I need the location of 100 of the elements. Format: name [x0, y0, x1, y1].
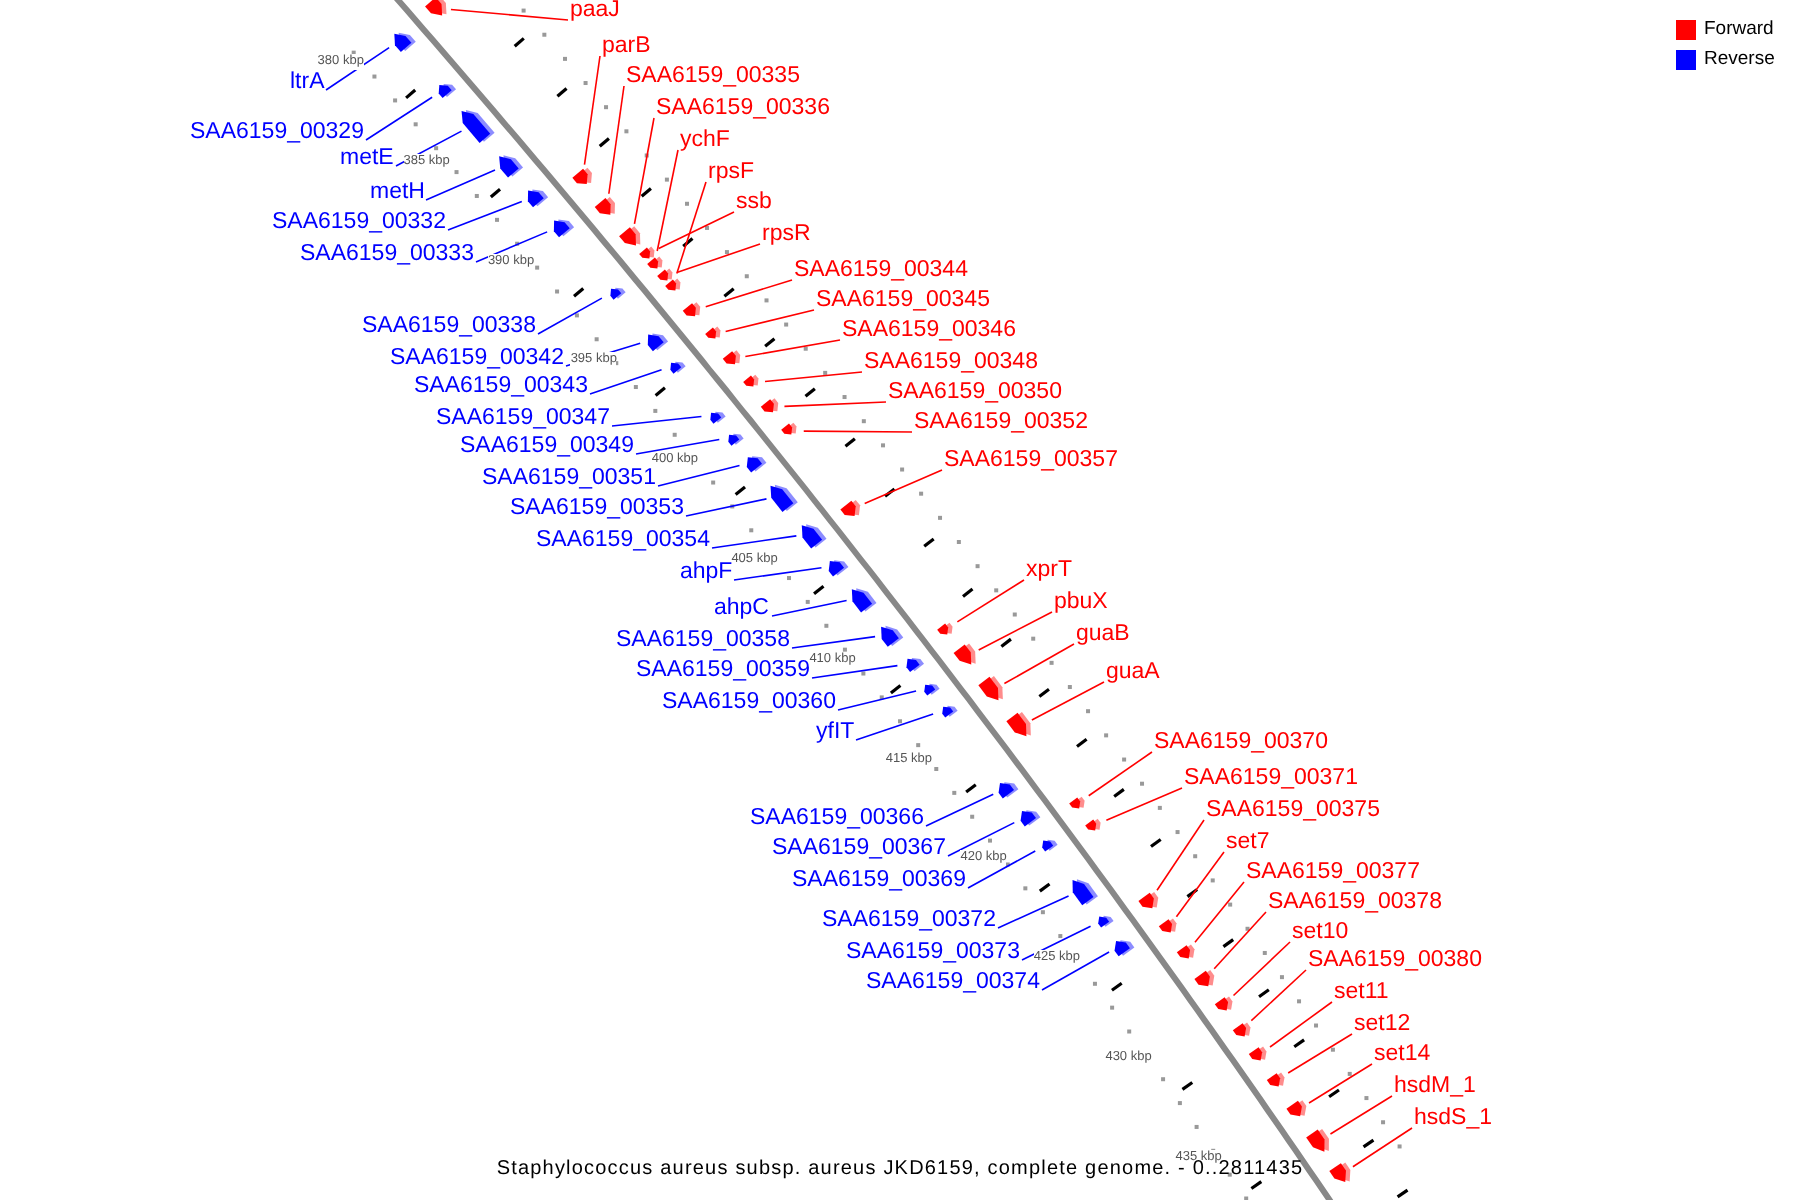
gene-block — [1264, 1068, 1289, 1092]
gene-label: SAA6159_00333 — [300, 242, 474, 268]
leader-line — [633, 117, 655, 225]
gene-label: SAA6159_00354 — [536, 528, 710, 554]
gene-label: SAA6159_00347 — [436, 406, 610, 432]
gene-label: SAA6159_00375 — [1206, 798, 1380, 824]
leader-line — [635, 438, 721, 455]
leader-line — [925, 793, 995, 827]
gene-label: SAA6159_00360 — [662, 690, 836, 716]
gene-label: SAA6159_00377 — [1246, 860, 1420, 886]
gene-label: SAA6159_00329 — [190, 120, 364, 146]
gene-block — [934, 618, 957, 640]
gene-label: SAA6159_00374 — [866, 970, 1040, 996]
leader-line — [811, 664, 899, 679]
leader-line — [977, 611, 1053, 651]
leader-line — [783, 401, 887, 408]
gene-label: set11 — [1334, 980, 1389, 1006]
leader-line — [676, 243, 761, 273]
leader-line — [365, 96, 433, 141]
legend-label: Reverse — [1704, 48, 1775, 70]
leader-line — [611, 415, 703, 427]
gene-label: SAA6159_00349 — [460, 434, 634, 460]
gene-label: set14 — [1374, 1042, 1431, 1068]
gene-label: SAA6159_00357 — [944, 448, 1118, 474]
leader-line — [1194, 881, 1245, 943]
leader-line — [1352, 1127, 1413, 1168]
gene-label: SAA6159_00370 — [1154, 730, 1328, 756]
gene-label: ssb — [736, 190, 772, 216]
gene-label: SAA6159_00380 — [1308, 948, 1482, 974]
leader-line — [863, 469, 943, 505]
gene-label: set7 — [1226, 830, 1270, 856]
gene-label: ychF — [680, 128, 730, 154]
gene-block — [1066, 793, 1088, 815]
gene-label: SAA6159_00359 — [636, 658, 810, 684]
gene-label: SAA6159_00373 — [846, 940, 1020, 966]
gene-label: SAA6159_00372 — [822, 908, 996, 934]
gene-label: SAA6159_00371 — [1184, 766, 1358, 792]
leader-line — [764, 371, 863, 383]
gene-block — [1082, 815, 1105, 837]
gene-label: SAA6159_00353 — [510, 496, 684, 522]
gene-label: rpsF — [708, 160, 754, 186]
leader-line — [657, 464, 741, 487]
gene-label: SAA6159_00369 — [792, 868, 966, 894]
leader-line — [1031, 681, 1105, 721]
leader-line — [1105, 787, 1183, 822]
leader-line — [1232, 941, 1291, 997]
gene-label: hsdS_1 — [1414, 1106, 1493, 1132]
gene-label: SAA6159_00351 — [482, 466, 656, 492]
leader-line — [1213, 911, 1267, 970]
gene-label: pbuX — [1054, 590, 1108, 616]
leader-line — [1287, 1033, 1353, 1074]
leader-line — [1308, 1063, 1373, 1104]
leader-line — [1175, 851, 1225, 918]
gene-label: set10 — [1292, 920, 1349, 946]
gene-label: metE — [340, 146, 394, 172]
leader-line — [537, 297, 603, 335]
gene-label: SAA6159_00348 — [864, 350, 1038, 376]
leader-line — [947, 821, 1016, 857]
gene-label: guaB — [1076, 622, 1130, 648]
gene-label: set12 — [1354, 1012, 1411, 1038]
leader-line — [711, 535, 798, 549]
gene-label: SAA6159_00342 — [390, 346, 564, 372]
leader-line — [685, 498, 768, 517]
leader-line — [450, 8, 569, 21]
gene-label: SAA6159_00335 — [626, 64, 800, 90]
gene-label: parB — [602, 34, 651, 60]
gene-label: hsdM_1 — [1394, 1074, 1476, 1100]
gene-label: paaJ — [570, 0, 620, 24]
legend-label: Forward — [1704, 18, 1774, 40]
leader-line — [1329, 1095, 1393, 1135]
gene-label: SAA6159_00367 — [772, 836, 946, 862]
leader-line — [837, 690, 917, 711]
leader-line — [1003, 643, 1075, 685]
leader-line — [724, 309, 815, 333]
leader-line — [956, 579, 1025, 623]
leader-line — [656, 149, 679, 252]
leader-line — [791, 635, 876, 649]
leader-line — [395, 130, 463, 167]
leader-line — [589, 368, 663, 395]
gene-label: SAA6159_00336 — [656, 96, 830, 122]
leader-line — [1156, 819, 1205, 892]
leader-line — [1269, 1001, 1333, 1048]
gene-label: SAA6159_00350 — [888, 380, 1062, 406]
leader-line — [325, 46, 390, 91]
gene-label: guaA — [1106, 660, 1160, 686]
gene-label: yfIT — [816, 720, 855, 746]
gene-label: ahpC — [714, 596, 769, 622]
gene-label: ahpF — [680, 560, 733, 586]
gene-label: SAA6159_00346 — [842, 318, 1016, 344]
gene-label: SAA6159_00352 — [914, 410, 1088, 436]
gene-label: SAA6159_00343 — [414, 374, 588, 400]
leader-line — [475, 231, 548, 263]
leader-line — [676, 181, 707, 275]
leader-line — [997, 895, 1070, 929]
leader-line — [583, 55, 601, 166]
leader-line — [657, 211, 735, 250]
gene-label: ltrA — [290, 70, 325, 96]
gene-label: SAA6159_00358 — [616, 628, 790, 654]
leader-line — [447, 200, 523, 231]
gene-label: rpsR — [762, 222, 811, 248]
